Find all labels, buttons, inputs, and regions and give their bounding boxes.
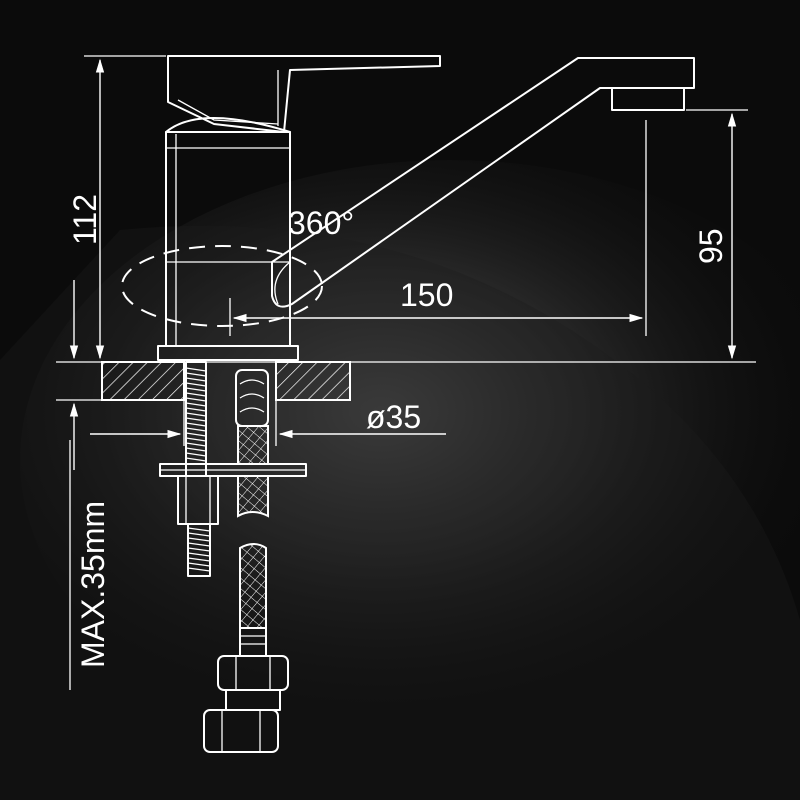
hose-braid-cut — [237, 475, 269, 518]
hose-fitting-ridges — [239, 379, 265, 413]
counter-hatch-left — [101, 361, 185, 401]
thread-mark — [187, 562, 211, 567]
background-sheen — [20, 160, 800, 760]
stud-threads — [185, 367, 207, 462]
thread-mark — [185, 437, 207, 442]
thread-mark — [185, 387, 207, 392]
thread-mark — [185, 392, 207, 397]
cartridge-cap — [165, 117, 291, 133]
thread-mark — [187, 527, 211, 532]
max-thickness-label: MAX.35mm — [75, 501, 111, 668]
hex-nut-lower — [203, 709, 279, 753]
thread-mark — [185, 422, 207, 427]
supply-hose-lower — [203, 543, 289, 753]
dimension-height-95: 95 — [686, 109, 748, 360]
aerator — [611, 87, 685, 111]
lever-handle — [167, 55, 441, 133]
thread-mark — [185, 432, 207, 437]
thread-mark — [185, 412, 207, 417]
thread-mark — [185, 452, 207, 457]
stud-end-threads — [187, 527, 211, 572]
thread-mark — [187, 542, 211, 547]
spout-arm — [271, 57, 695, 308]
spout — [271, 57, 695, 308]
thread-mark — [185, 397, 207, 402]
thread-mark — [185, 457, 207, 462]
dimension-height-112: 112 — [67, 55, 166, 360]
dimension-reach-150: 150 — [229, 120, 647, 336]
swivel-arc — [121, 245, 323, 327]
thread-mark — [185, 417, 207, 422]
thread-mark — [185, 372, 207, 377]
thread-mark — [187, 532, 211, 537]
countertop-section — [56, 361, 756, 401]
faucet-body — [157, 55, 441, 361]
spout-height-label: 95 — [693, 228, 729, 264]
hole-diameter-label: ø35 — [366, 399, 421, 435]
thread-mark — [187, 567, 211, 572]
thread-mark — [185, 367, 207, 372]
thread-mark — [185, 382, 207, 387]
thread-mark — [187, 537, 211, 542]
background-shade — [0, 225, 800, 800]
spout-reach-label: 150 — [400, 277, 453, 313]
thread-mark — [185, 377, 207, 382]
spout-joint — [274, 261, 291, 305]
threaded-stud — [159, 361, 307, 577]
thread-mark — [185, 427, 207, 432]
supply-hose-upper — [235, 369, 269, 518]
thread-mark — [187, 552, 211, 557]
height-total-label: 112 — [67, 194, 103, 245]
dimension-max-thickness: MAX.35mm — [69, 280, 111, 690]
thread-mark — [185, 447, 207, 452]
base-ring — [157, 345, 299, 361]
hose-braid-lower — [239, 543, 267, 629]
thread-mark — [185, 442, 207, 447]
thread-mark — [185, 407, 207, 412]
thread-mark — [187, 547, 211, 552]
thread-mark — [185, 402, 207, 407]
counter-hatch-right — [275, 361, 351, 401]
swivel-label: 360° — [288, 205, 354, 241]
dimension-diameter-35: ø35 — [90, 399, 446, 446]
ferrule-ridges — [240, 635, 266, 645]
thread-mark — [187, 557, 211, 562]
hose-braid-upper — [237, 425, 269, 465]
stud-end — [187, 523, 211, 577]
